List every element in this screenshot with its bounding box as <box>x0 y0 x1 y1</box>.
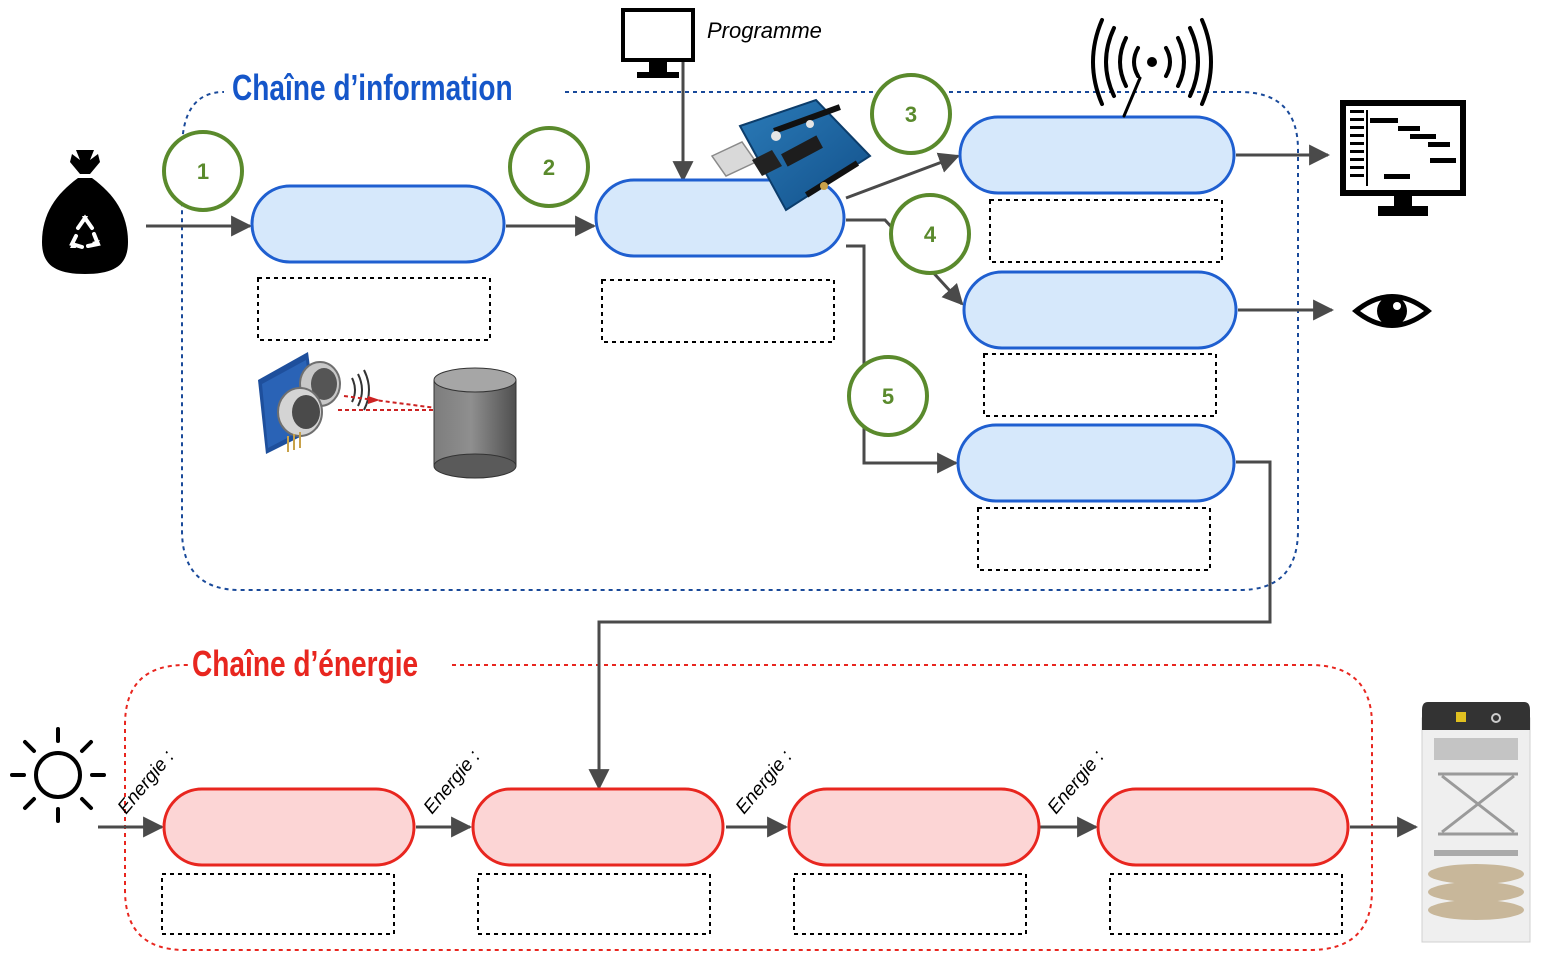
block-convert <box>787 787 1041 867</box>
answer-box-display <box>983 353 1217 417</box>
arrow-process-to-display <box>846 218 964 306</box>
arrow-order-to-energy-chain <box>588 460 1272 791</box>
answer-box-transmit <box>1109 873 1343 935</box>
answer-box-process <box>601 279 835 343</box>
info-answer-boxes <box>257 199 1223 571</box>
step-number-2: 2 <box>543 155 555 180</box>
block-distribute <box>471 787 725 867</box>
block-supply <box>162 787 416 867</box>
block-display <box>962 270 1238 350</box>
energy-chain-border <box>124 664 1373 951</box>
program-label: Programme <box>707 18 822 43</box>
computer-monitor-icon <box>621 8 695 78</box>
answer-box-distribute <box>477 873 711 935</box>
energy-answer-boxes <box>161 873 1343 935</box>
cylinder-icon <box>433 367 517 479</box>
block-order <box>956 423 1236 503</box>
block-acquire <box>250 184 506 264</box>
block-transmit <box>1096 787 1350 867</box>
info-chain-title: Chaîne d’information <box>232 68 513 108</box>
step-circles: 1 2 3 4 5 <box>162 73 971 437</box>
arrow-process-to-communicate <box>845 152 960 200</box>
energy-label-4: Energie : <box>1044 746 1109 818</box>
step-circle-2: 2 <box>508 126 590 208</box>
garbage-bag-recycle-icon <box>42 150 128 274</box>
eye-icon <box>1352 294 1432 328</box>
ultrasonic-sensor-icon <box>258 352 437 454</box>
trash-compactor-icon <box>1421 702 1531 943</box>
step-circle-5: 5 <box>847 355 929 437</box>
block-communicate <box>958 115 1236 195</box>
step-number-5: 5 <box>882 384 894 409</box>
info-blocks <box>250 115 1238 503</box>
step-circle-1: 1 <box>162 130 244 212</box>
energy-blocks <box>162 787 1350 867</box>
info-chain-border <box>181 91 1299 591</box>
energy-chain-title: Chaîne d’énergie <box>192 644 418 684</box>
step-circle-4: 4 <box>889 193 971 275</box>
answer-box-supply <box>161 873 395 935</box>
answer-box-communicate <box>989 199 1223 263</box>
answer-box-convert <box>793 873 1027 935</box>
energy-label-3: Energie : <box>732 746 797 818</box>
step-number-4: 4 <box>924 222 937 247</box>
energy-label-2: Energie : <box>420 746 485 818</box>
connectors <box>98 62 1419 838</box>
step-number-3: 3 <box>905 102 917 127</box>
arduino-board-icon <box>710 98 872 212</box>
monitor-timeline-icon <box>1340 100 1466 216</box>
answer-box-order <box>977 507 1211 571</box>
wireless-signal-icon <box>1091 18 1213 118</box>
step-number-1: 1 <box>197 159 209 184</box>
answer-box-acquire <box>257 277 491 341</box>
sun-icon <box>10 727 106 823</box>
arrow-process-to-order <box>846 244 959 474</box>
step-circle-3: 3 <box>870 73 952 155</box>
